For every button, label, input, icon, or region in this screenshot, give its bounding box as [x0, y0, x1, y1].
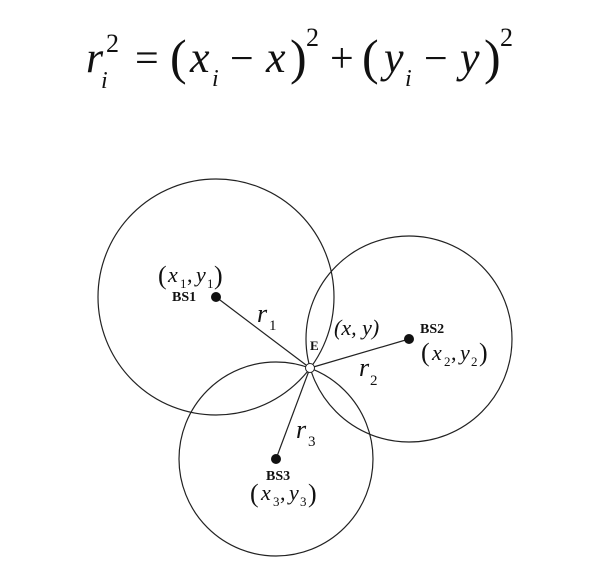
svg-text:,: , — [280, 480, 286, 505]
svg-text:i: i — [212, 66, 219, 92]
r2-subscript: 2 — [370, 373, 378, 389]
bs2-label: BS2 — [420, 322, 444, 337]
svg-text:2: 2 — [500, 23, 513, 52]
target-label: E — [310, 338, 319, 353]
r3-subscript: 3 — [308, 434, 316, 450]
svg-text:1: 1 — [207, 276, 214, 291]
r2-label: r — [359, 353, 370, 382]
range-circle-bs3 — [178, 361, 374, 557]
bs2-dot — [404, 334, 414, 344]
svg-text:y: y — [287, 480, 299, 505]
svg-text:y: y — [194, 262, 206, 287]
svg-text:2: 2 — [306, 23, 319, 52]
svg-text:y: y — [456, 33, 480, 82]
target-point-e — [305, 363, 315, 373]
range-circle-bs2 — [305, 235, 513, 443]
svg-text:−: − — [230, 36, 254, 82]
svg-text:(: ( — [362, 29, 379, 85]
svg-text:2: 2 — [471, 354, 478, 369]
svg-text:): ) — [290, 29, 307, 85]
svg-text:x: x — [260, 480, 271, 505]
range-line-r1 — [215, 296, 311, 369]
range-line-r2 — [309, 338, 410, 369]
svg-text:(: ( — [421, 338, 430, 367]
svg-text:−: − — [424, 36, 448, 82]
svg-text:i: i — [101, 68, 108, 94]
distance-formula: r i 2 = ( x i − x ) 2 + ( y i − y ) 2 — [86, 23, 513, 94]
svg-text:+: + — [330, 36, 354, 82]
svg-text:(: ( — [158, 261, 167, 290]
svg-text:r: r — [86, 33, 104, 82]
range-circle-bs1 — [97, 178, 335, 416]
svg-text:=: = — [135, 36, 159, 82]
r1-label: r — [257, 299, 268, 328]
bs3-label: BS3 — [266, 469, 290, 484]
svg-text:x: x — [189, 33, 210, 82]
svg-text:2: 2 — [444, 354, 451, 369]
bs2-coordinate: ( x 2 , y 2 ) — [421, 338, 488, 369]
svg-text:x: x — [265, 33, 286, 82]
bs1-dot — [211, 292, 221, 302]
svg-text:,: , — [187, 262, 193, 287]
bs3-coordinate: ( x 3 , y 3 ) — [250, 479, 317, 509]
svg-text:): ) — [479, 338, 488, 367]
svg-text:(: ( — [250, 479, 259, 508]
svg-text:3: 3 — [273, 494, 280, 509]
svg-text:,: , — [451, 340, 457, 365]
bs1-coordinate: ( x 1 , y 1 ) — [158, 261, 223, 291]
svg-text:y: y — [458, 340, 470, 365]
svg-text:2: 2 — [106, 29, 119, 58]
svg-text:x: x — [431, 340, 442, 365]
bs1-label: BS1 — [172, 290, 196, 305]
svg-text:y: y — [380, 33, 404, 82]
target-coordinate: (x, y) — [334, 315, 379, 340]
r3-label: r — [296, 415, 307, 444]
svg-text:3: 3 — [300, 494, 307, 509]
r1-subscript: 1 — [269, 318, 277, 334]
range-line-r3 — [275, 367, 311, 460]
svg-text:): ) — [308, 479, 317, 508]
svg-text:i: i — [405, 66, 412, 92]
svg-text:): ) — [484, 29, 501, 85]
bs3-dot — [271, 454, 281, 464]
svg-text:(: ( — [170, 29, 187, 85]
svg-text:x: x — [167, 262, 178, 287]
svg-text:1: 1 — [180, 276, 187, 291]
svg-text:): ) — [214, 261, 223, 290]
